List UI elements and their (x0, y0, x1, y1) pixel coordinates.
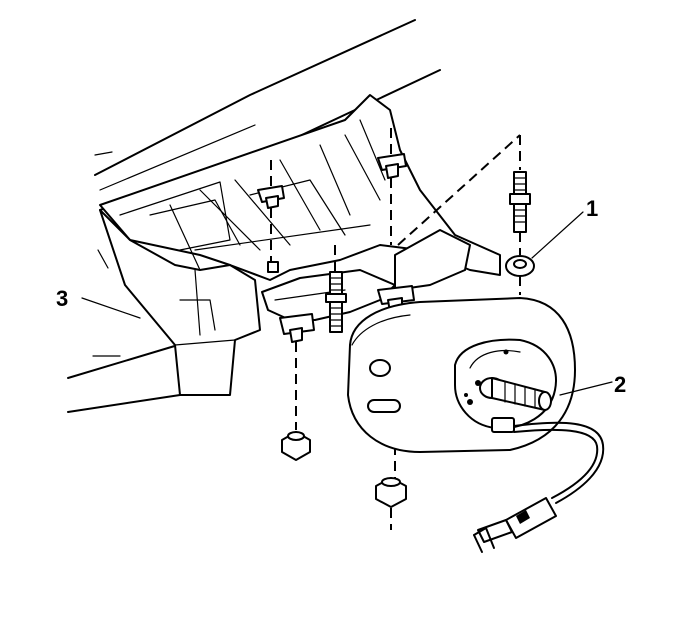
stud-right (509, 171, 531, 233)
clip-nut-lower-left (279, 313, 315, 343)
washer (505, 255, 535, 277)
callout-1: 1 (586, 196, 598, 221)
callout-2: 2 (614, 372, 626, 397)
electrical-connector (473, 497, 557, 553)
assembly-lines (270, 128, 521, 530)
stud-center (325, 271, 347, 333)
clip-nut-upper-left (257, 185, 285, 209)
hex-nut-bottom (375, 477, 407, 508)
steering-column-housing (347, 297, 576, 453)
leader-lines (81, 211, 613, 396)
clip-nut-upper-right (377, 153, 407, 179)
callout-3: 3 (56, 286, 68, 311)
hex-nut-left (281, 431, 311, 461)
steering-shaft (479, 377, 552, 411)
wiring-harness (491, 417, 605, 504)
